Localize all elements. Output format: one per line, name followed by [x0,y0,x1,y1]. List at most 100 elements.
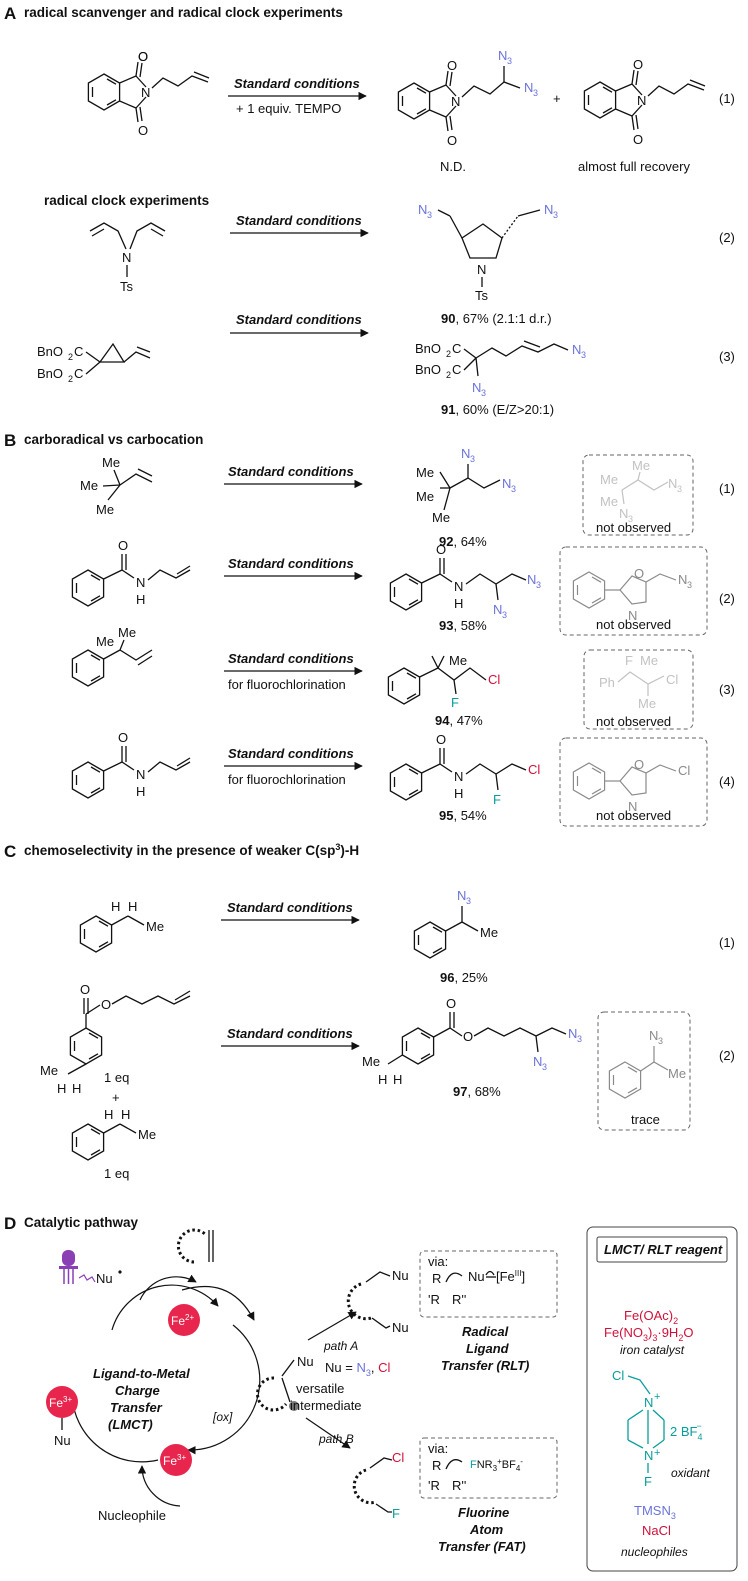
svg-text:O: O [446,996,456,1011]
rlt-r: R [432,1271,441,1286]
p90-label: 90, 67% (2.1:1 d.r.) [441,311,552,326]
b4-condition: Standard conditions [228,746,354,761]
svg-text:Me: Me [480,925,498,940]
b3-product-94: Me Me F Cl [387,653,500,710]
intermediate-nu: Nu [297,1354,314,1369]
b-eq1: (1) [719,481,735,496]
svg-text:Me: Me [600,494,618,509]
svg-text:+: + [654,1391,660,1403]
svg-text:Me: Me [80,478,98,493]
c1-condition: Standard conditions [227,900,353,915]
section-d-title: Catalytic pathway [24,1215,139,1230]
svg-text:3: 3 [502,610,507,620]
svg-text:N: N [678,572,687,587]
svg-text:3: 3 [536,580,541,590]
a1-tempo: + 1 equiv. TEMPO [236,101,341,116]
alkene-substrate [176,1228,208,1264]
svg-text:N: N [668,476,677,491]
fat-line1: Fluorine [458,1505,509,1520]
versatile-line1: versatile [296,1381,344,1396]
svg-text:H: H [57,1081,66,1096]
c-eq2: (2) [719,1048,735,1063]
p93-label: 93, 58% [439,618,487,633]
b3-condition: Standard conditions [228,651,354,666]
nu-radical: Nu [96,1271,113,1286]
svg-text:F: F [493,792,501,807]
fe3-label: Fe3+ [163,1453,186,1468]
c-eq1: (1) [719,935,735,950]
svg-text:3: 3 [470,454,475,464]
svg-text:O: O [634,566,644,581]
svg-text:Ph: Ph [599,675,615,690]
rlt-via: via: [428,1254,448,1269]
rlt-box [419,1250,558,1318]
b-eq3: (3) [719,682,735,697]
svg-text:H: H [72,1081,81,1096]
b4-fluoro-condition: for fluorochlorination [228,772,346,787]
svg-text:C: C [74,366,83,381]
svg-text:Me: Me [416,465,434,480]
rlt-line1: Radical [462,1324,509,1339]
path-b-arrow [305,1417,351,1449]
svg-text:Me: Me [432,510,450,525]
nu-release-arrow [139,1274,197,1301]
product-b-ring [352,1468,377,1505]
svg-text:N: N [644,1395,653,1410]
svg-text:C: C [452,341,461,356]
b4-not-observed-box [559,737,708,827]
svg-text:Me: Me [146,919,164,934]
svg-text:Me: Me [449,653,467,668]
svg-text:O: O [118,730,128,745]
svg-text:N: N [454,769,463,784]
fat-box [419,1437,558,1499]
p97-label: 97, 68% [453,1084,501,1099]
svg-text:BnO: BnO [415,362,441,377]
svg-text:3: 3 [466,896,471,906]
svg-text:2: 2 [68,352,73,362]
selectfluor-structure: Cl N + N + F [612,1368,665,1489]
rlt-line2: Ligand [466,1341,510,1356]
svg-text:O: O [80,982,90,997]
section-c-letter: C [4,842,16,861]
svg-text:N: N [136,767,145,782]
fat-r: R [432,1458,441,1473]
nucleophiles-label: nucleophiles [621,1545,688,1559]
b3-not-observed-box [583,649,694,730]
b2-not-observed-box [559,546,708,636]
svg-text:Cl: Cl [678,763,690,778]
svg-text:N: N [649,1028,658,1043]
p91-label: 91, 60% (E/Z>20:1) [441,402,554,417]
a2-reactant: N Ts [89,222,166,294]
nu-radical-dot [118,1270,122,1274]
reagent-title-box [596,1236,728,1263]
p96-label: 96, 25% [440,970,488,985]
svg-text:3: 3 [427,210,432,220]
oxidant-label: oxidant [671,1466,710,1480]
svg-text:H: H [104,1107,113,1122]
rlt-r1: 'R [428,1292,440,1307]
a2-condition: Standard conditions [236,213,362,228]
b3-not-observed-structure: F Me Ph Me Cl [599,653,678,711]
a1-plus: + [553,91,561,106]
svg-text:H: H [136,592,145,607]
svg-text:C: C [74,344,83,359]
b-eq4: (4) [719,774,735,789]
svg-text:3: 3 [511,484,516,494]
svg-text:F: F [625,653,633,668]
svg-text:O: O [463,1029,473,1044]
b-eq2: (2) [719,591,735,606]
svg-text:O: O [138,123,148,138]
svg-text:N: N [544,202,553,217]
svg-text:N: N [502,476,511,491]
svg-text:C: C [452,362,461,377]
svg-text:3: 3 [687,580,692,590]
svg-text:2: 2 [68,374,73,384]
p92-label: 92, 64% [439,534,487,549]
svg-text:N: N [457,888,466,903]
fat-line3: Transfer (FAT) [438,1539,526,1554]
